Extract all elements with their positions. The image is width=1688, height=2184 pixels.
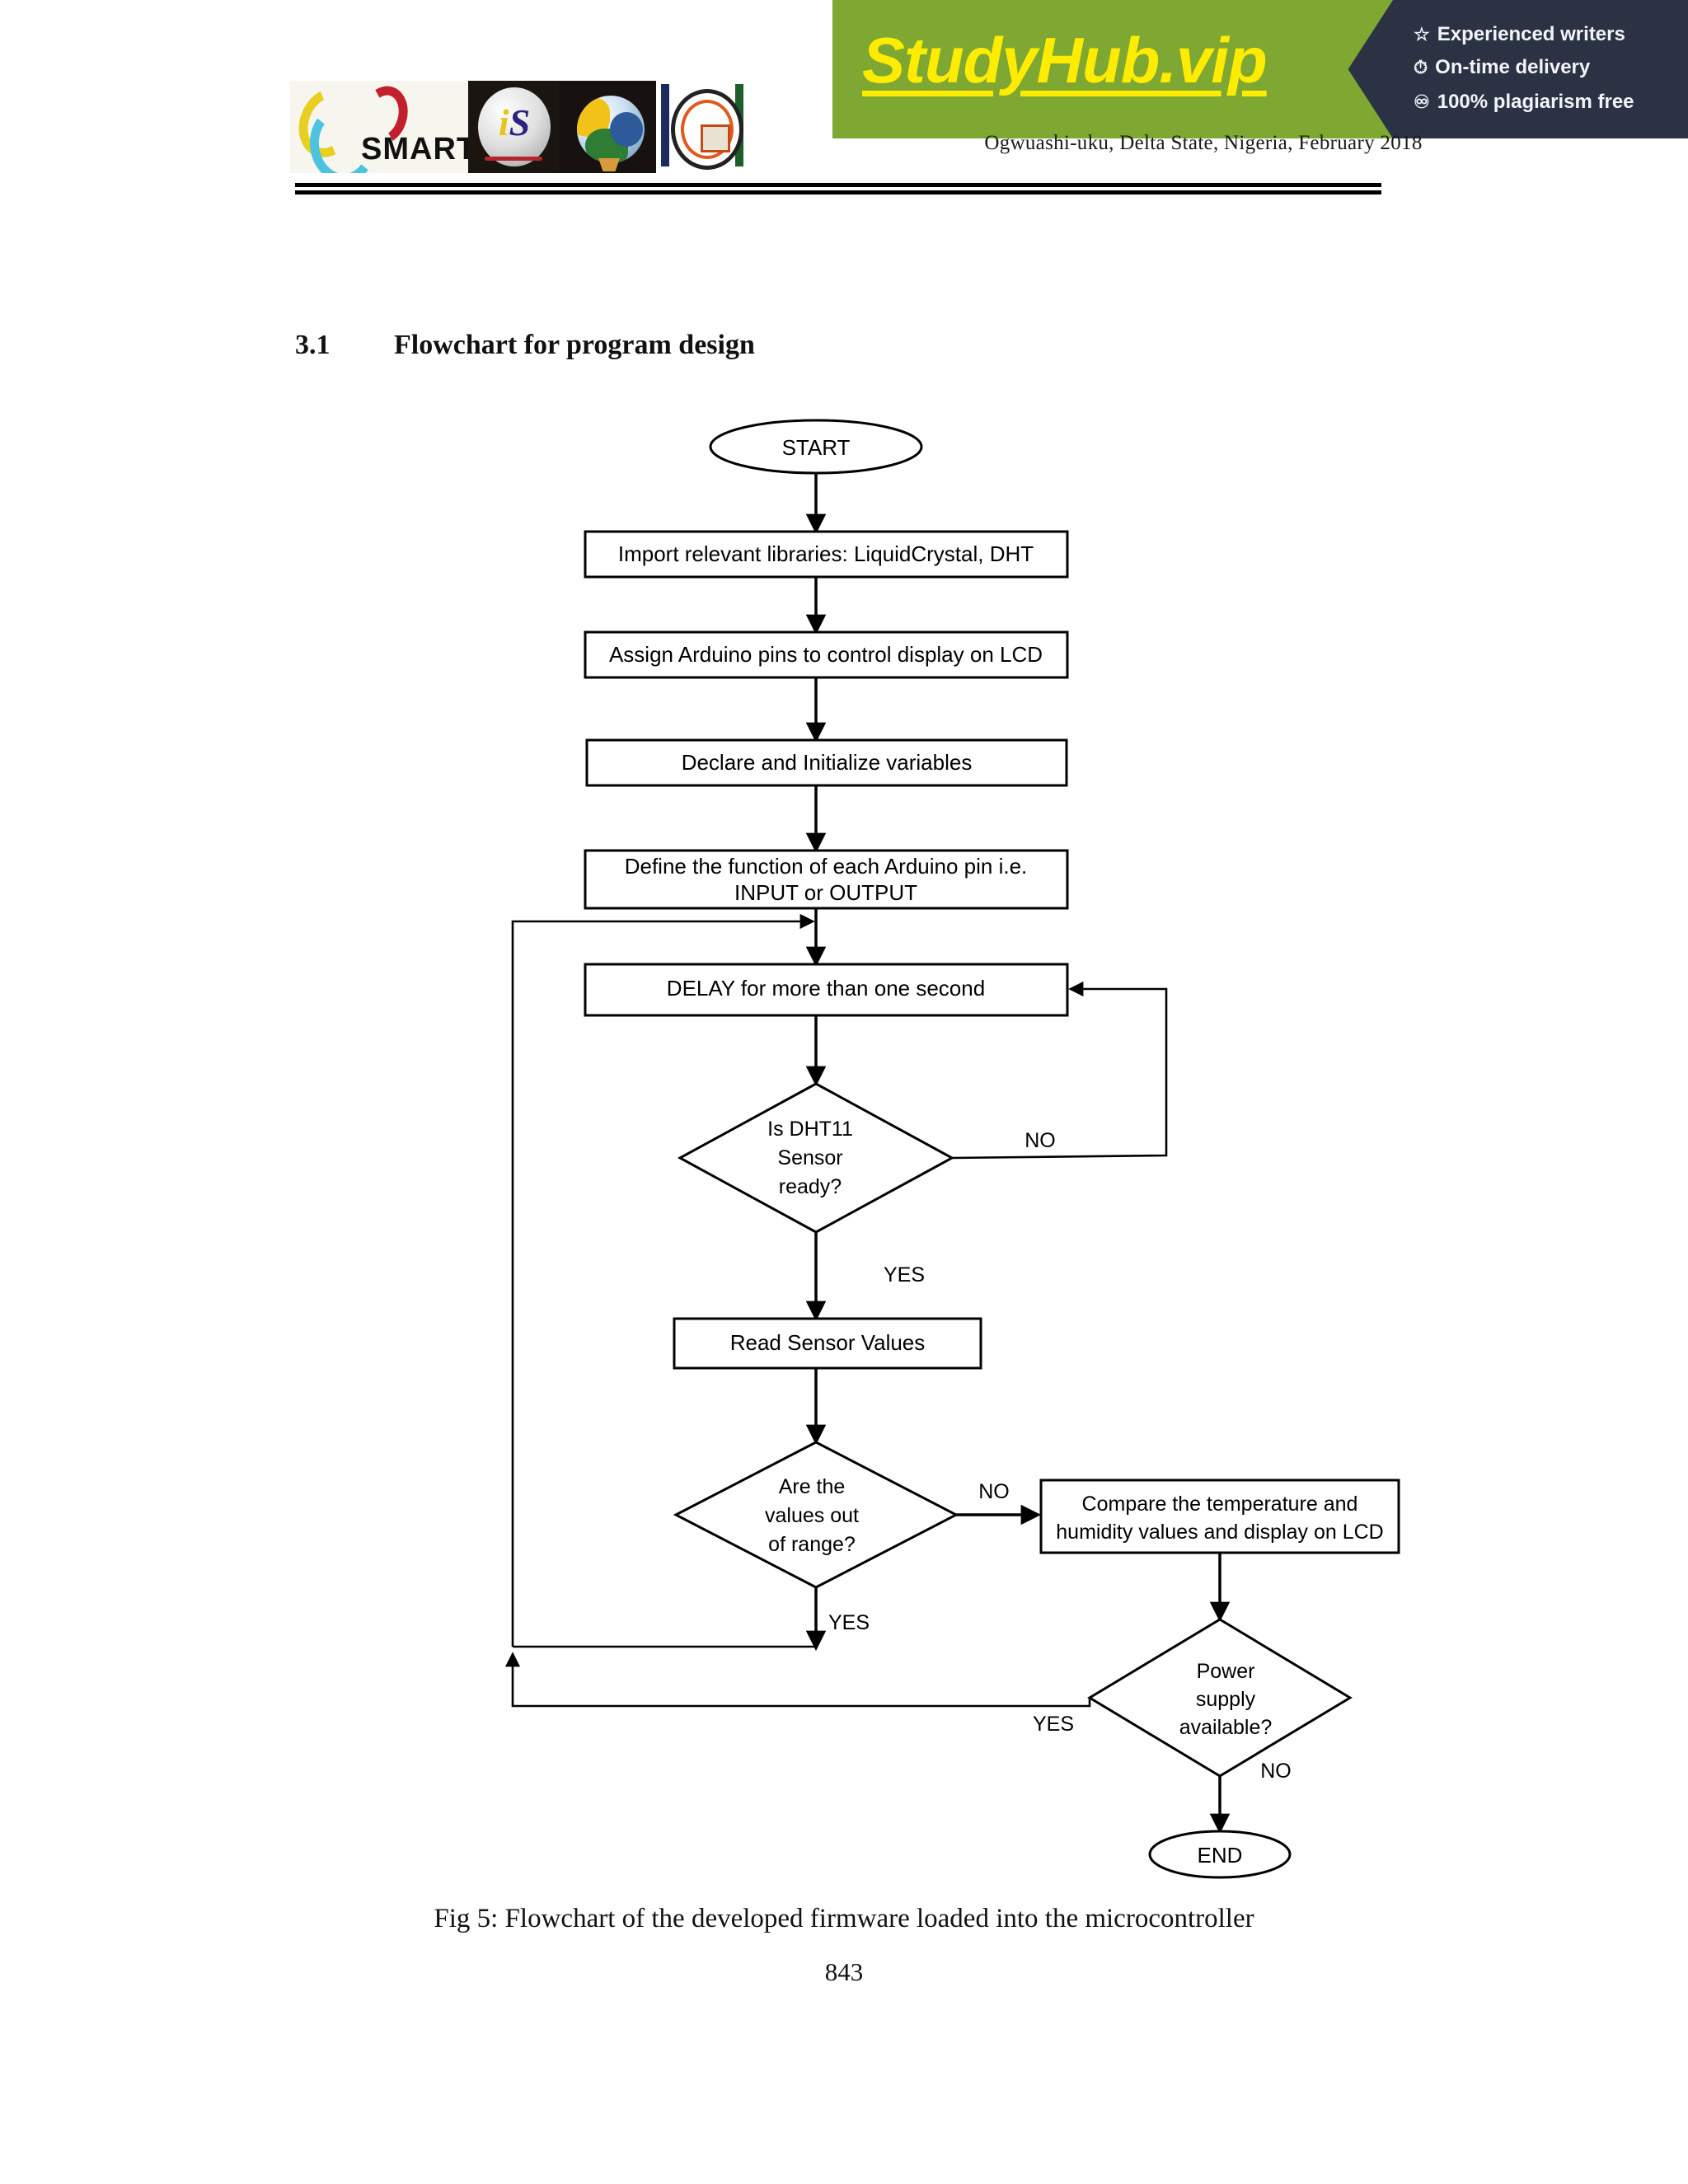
node-power-label-line2: supply <box>1196 1688 1256 1711</box>
smart-logo: SMART <box>290 81 468 173</box>
node-compare-label-line2: humidity values and display on LCD <box>1056 1521 1383 1544</box>
studyhub-watermark-banner: StudyHub.vip ☆ Experienced writers ⏱ On-… <box>832 0 1688 138</box>
node-power-label-line3: available? <box>1179 1716 1273 1739</box>
crest-outer-ring <box>671 89 743 170</box>
section-number: 3.1 <box>295 330 331 360</box>
node-import-label: Import relevant libraries: LiquidCrystal… <box>618 541 1034 566</box>
node-dht-ready-label-line2: Sensor <box>777 1146 842 1169</box>
node-delay-label: DELAY for more than one second <box>667 976 985 1001</box>
node-read-label: Read Sensor Values <box>730 1330 926 1355</box>
edge-label-range-no: NO <box>978 1480 1010 1503</box>
page-header: SMART iS StudyH <box>0 0 1688 194</box>
is-logo-wordmark: iS <box>498 101 531 143</box>
watermark-feature-label: Experienced writers <box>1437 23 1625 45</box>
star-icon: ☆ <box>1414 24 1430 45</box>
studyhub-brand-text: StudyHub.vip <box>862 24 1268 96</box>
edge-label-dht-yes: YES <box>884 1263 925 1286</box>
node-start-label: START <box>782 435 851 460</box>
is-logo-underline <box>485 157 542 161</box>
node-assign-label: Assign Arduino pins to control display o… <box>609 642 1043 667</box>
clock-icon: ⏱ <box>1414 57 1428 77</box>
node-import-shape <box>584 530 1069 579</box>
node-define-label-line2: INPUT or OUTPUT <box>734 880 917 905</box>
node-declare-label: Declare and Initialize variables <box>682 750 973 775</box>
watermark-feature-on-time-delivery: ⏱ On-time delivery <box>1414 56 1590 79</box>
node-compare-label-line1: Compare the temperature and <box>1082 1493 1358 1516</box>
watermark-feature-label: On-time delivery <box>1435 56 1591 78</box>
node-dht-ready-label-line1: Is DHT11 <box>767 1118 853 1141</box>
node-define-label-line1: Define the function of each Arduino pin … <box>625 854 1028 879</box>
delta-state-polytechnic-crest <box>656 81 748 173</box>
divider-gap <box>295 187 1381 190</box>
edge-label-range-yes: YES <box>828 1611 870 1634</box>
edge-left-rail-to-delay-trunk <box>511 913 815 1647</box>
globe-blob-blue <box>610 112 643 147</box>
node-declare-shape <box>585 738 1068 787</box>
watermark-green-panel <box>832 0 1393 138</box>
watermark-feature-experienced-writers: ☆ Experienced writers <box>1414 23 1625 46</box>
is-logo-sphere <box>478 87 551 166</box>
node-define-shape <box>584 849 1069 910</box>
globe-circle <box>577 96 645 163</box>
node-read-shape <box>673 1317 982 1370</box>
watermark-feature-plagiarism-free: ♾ 100% plagiarism free <box>1414 91 1634 114</box>
crest-book-icon <box>701 124 730 152</box>
node-end-shape <box>1148 1830 1292 1879</box>
shield-check-icon: ♾ <box>1414 91 1430 112</box>
globe-people-logo <box>559 81 656 173</box>
watermark-navy-panel <box>1342 0 1688 138</box>
is-logo: iS <box>468 81 559 173</box>
edge-label-dht-no: NO <box>1025 1129 1056 1152</box>
conference-logo-strip: SMART iS <box>290 81 748 173</box>
crest-inner-ring <box>681 100 734 159</box>
node-compare-shape <box>1039 1479 1400 1554</box>
section-title: Flowchart for program design <box>394 330 755 360</box>
node-range-label-line1: Are the <box>779 1475 846 1498</box>
node-delay-shape <box>584 963 1069 1017</box>
page-number: 843 <box>824 1957 864 1986</box>
node-range-label-line3: of range? <box>768 1533 856 1556</box>
conference-location-line: Ogwuashi-uku, Delta State, Nigeria, Febr… <box>984 132 1423 154</box>
edge-dht-no-loop-to-delay <box>951 981 1168 1160</box>
figure-caption: Fig 5: Flowchart of the developed firmwa… <box>434 1904 1254 1933</box>
watermark-feature-label: 100% plagiarism free <box>1437 91 1634 113</box>
node-range-label-line2: values out <box>765 1504 859 1527</box>
header-divider-rule <box>295 183 1381 194</box>
node-dht-ready-label-line3: ready? <box>779 1175 842 1198</box>
node-end-label: END <box>1198 1843 1243 1868</box>
node-power-label-line1: Power <box>1197 1660 1255 1683</box>
smart-logo-wordmark: SMART <box>361 132 468 166</box>
edge-label-power-no: NO <box>1260 1760 1292 1783</box>
divider-line-bottom <box>295 190 1381 194</box>
crest-bar-left <box>661 84 669 166</box>
edge-label-power-yes: YES <box>1033 1713 1074 1736</box>
edge-power-yes-loop-to-left-rail <box>504 1652 1091 1708</box>
program-design-flowchart: START Import relevant libraries: LiquidC… <box>504 419 1400 1879</box>
globe-stand <box>598 158 620 171</box>
node-assign-shape <box>584 630 1069 679</box>
divider-line-top <box>295 183 1381 187</box>
